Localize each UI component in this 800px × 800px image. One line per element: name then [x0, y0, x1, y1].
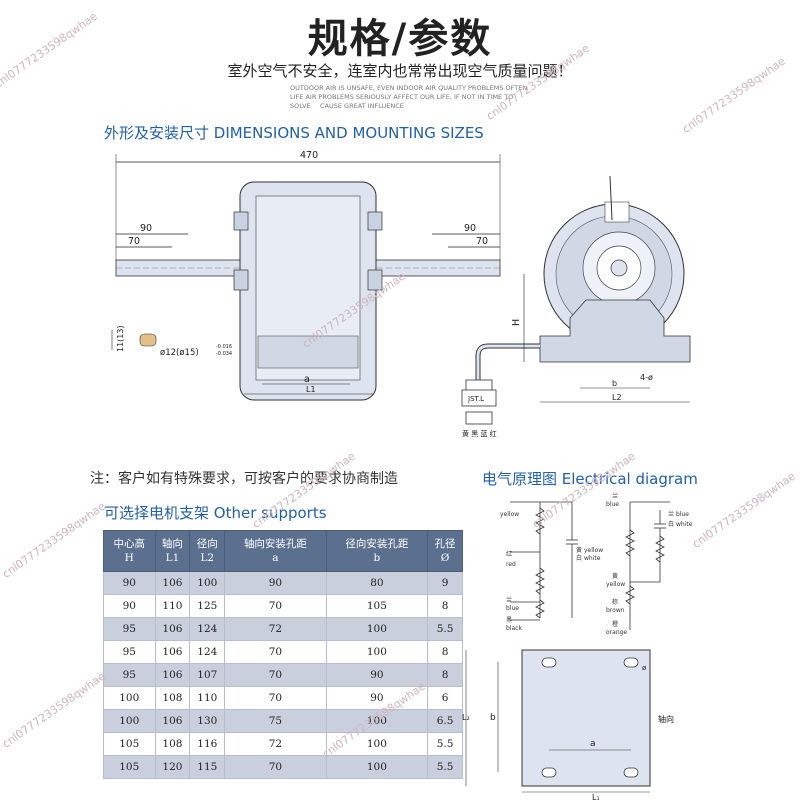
custom-note: 注：客户如有特殊要求，可按客户的要求协商制造 — [90, 471, 398, 487]
d1-blue-cn: 兰 — [506, 596, 512, 604]
dimension-drawing: 470 90 70 90 70 11(13) ø12(ø15) -0.016 -… — [111, 150, 691, 438]
dimensions-heading: 外形及安装尺寸 DIMENSIONS AND MOUNTING SIZES — [104, 124, 484, 142]
d1-red-cn: 红 — [506, 550, 512, 558]
tol-lower: -0.034 — [216, 351, 232, 357]
plate-outline — [521, 649, 651, 787]
english-line-1: OUTDOOR AIR IS UNSAFE, EVEN INDOOR AIR Q… — [290, 84, 528, 92]
plate-L2: L₂ — [462, 713, 470, 722]
dim-H: H — [511, 319, 522, 326]
wire-colors: 黄 黑 蓝 红 — [462, 429, 497, 438]
d1-black: black — [506, 625, 522, 632]
english-line-3: CAUSE GREAT INFLUENCE — [320, 102, 404, 110]
page-title: 规格/参数 — [307, 16, 493, 62]
d2-orange-cn: 橙 — [612, 620, 618, 628]
watermark: cnl0777233598qwhae — [0, 499, 108, 581]
dim-a: a — [304, 374, 310, 385]
dim-shaft-flat: 11(13) — [116, 325, 125, 352]
d2-yellow-cn: 黄 — [612, 572, 618, 580]
plate-b: b — [490, 713, 496, 723]
mounting-plate-drawing: L₂ b a L₁ ø 轴向 — [462, 649, 674, 800]
d2-blue-top-cn: 兰 — [612, 492, 618, 500]
d1-white-cn: 白 — [576, 554, 582, 562]
d2-orange: orange — [606, 629, 627, 636]
wiring-diagram-1: yellow 红 red 黄 yellow 白 white 兰 blue 黑 b… — [500, 501, 603, 632]
d1-yellow2: yellow — [584, 547, 603, 554]
d2-blue-cn: 兰 — [668, 510, 674, 518]
plate-L1: L₁ — [592, 793, 600, 800]
d1-yw-cn: 黄 — [576, 546, 582, 554]
dim-shaft-dia: ø12(ø15) — [160, 348, 199, 358]
d2-brown-cn: 棕 — [612, 598, 618, 606]
english-line-2: LIFE AIR PROBLEMS SERIOUSLY AFFECT OUR L… — [290, 93, 514, 110]
electrical-diagram: yellow 红 red 黄 yellow 白 white 兰 blue 黑 b… — [500, 492, 693, 636]
dim-L2: L2 — [612, 393, 622, 402]
d2-yellow: yellow — [606, 581, 625, 588]
dim-left-90: 90 — [140, 223, 152, 234]
d1-black-cn: 黑 — [506, 617, 512, 624]
supports-heading: 可选择电机支架 Other supports — [104, 504, 327, 522]
dim-L1: L1 — [306, 385, 316, 394]
d1-blue: blue — [506, 605, 519, 612]
plate-a: a — [590, 739, 596, 749]
wiring-diagram-2: 兰 blue 兰 blue 白 white 黄 yellow 棕 brown 橙… — [606, 492, 693, 636]
page-subtitle: 室外空气不安全，连室内也常常出现空气质量问题！ — [227, 62, 573, 80]
d2-blue: blue — [676, 511, 689, 518]
d1-red: red — [506, 561, 516, 568]
dim-right-90: 90 — [464, 223, 476, 234]
d1-white: white — [584, 555, 601, 562]
dim-b: b — [612, 379, 617, 388]
watermark: cnl0777233598qwhae — [0, 669, 108, 751]
d1-yellow: yellow — [500, 511, 519, 518]
d2-blue-top: blue — [606, 501, 619, 508]
dim-holes: 4-ø — [640, 373, 653, 382]
d2-white-cn: 白 — [668, 520, 674, 528]
dim-left-70: 70 — [128, 236, 140, 247]
d2-white: white — [676, 521, 693, 528]
connector-label: JST.L — [467, 395, 484, 403]
tol-upper: -0.016 — [216, 344, 232, 350]
dim-right-70: 70 — [476, 236, 488, 247]
plate-dia: ø — [642, 664, 647, 672]
d2-brown: brown — [606, 607, 625, 614]
motor-foot — [539, 299, 691, 363]
dim-470: 470 — [300, 150, 318, 161]
shaft-section — [139, 333, 157, 347]
plate-axial: 轴向 — [658, 714, 674, 724]
electrical-heading: 电气原理图 Electrical diagram — [482, 470, 698, 488]
